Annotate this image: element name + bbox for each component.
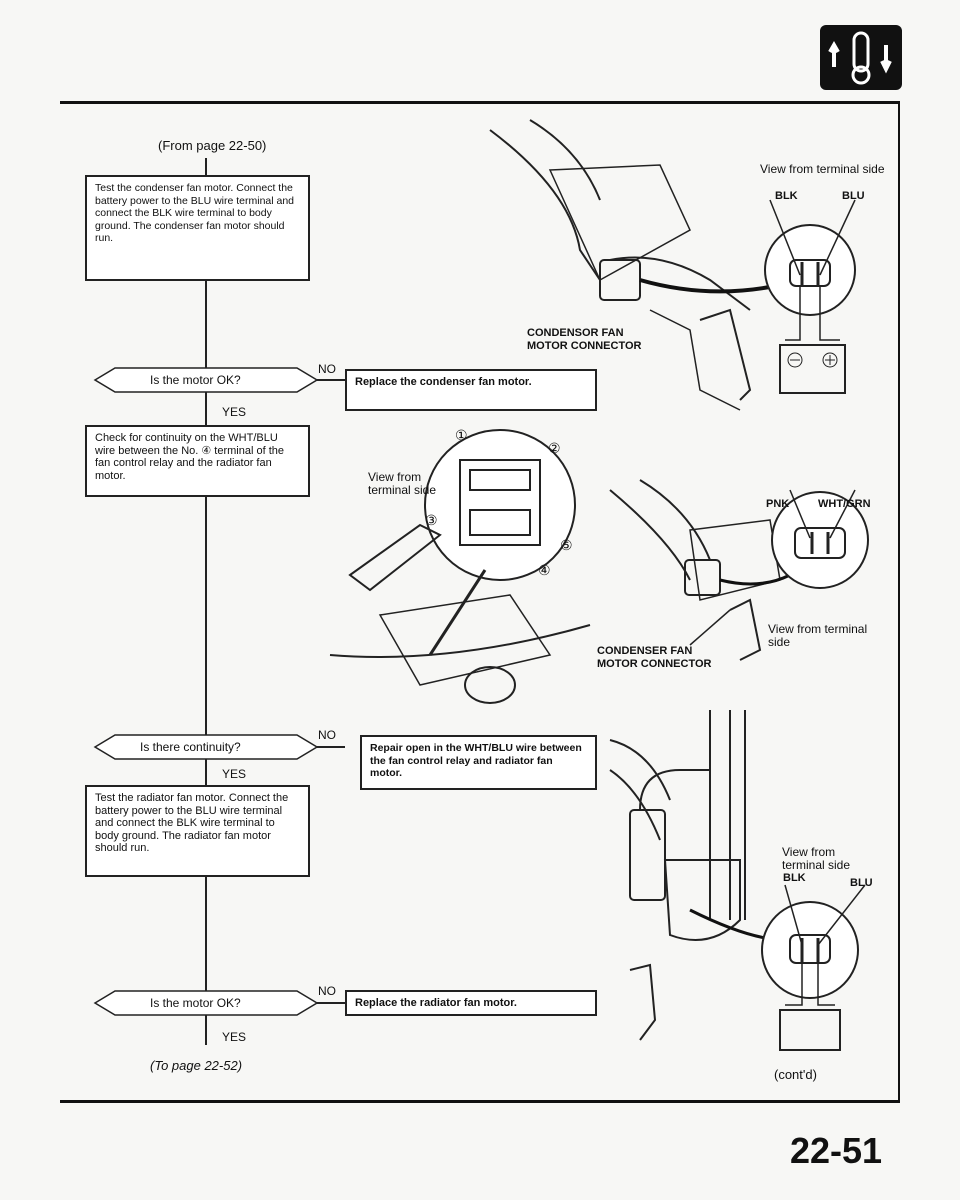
terminal-5-label: ⑤ [560,537,573,553]
fig1-view-label: View from terminal side [760,162,885,176]
no-label-2: NO [318,728,336,742]
question-continuity: Is there continuity? [140,740,241,754]
fig4-view-label-1: View from [782,845,836,859]
yes-label-2: YES [222,767,247,781]
no-label-3: NO [318,984,336,998]
fig1-blk-label: BLK [775,190,798,202]
step-check-continuity: Check for continuity on the WHT/BLU wire… [85,425,310,497]
fig3-connector-label-1: CONDENSER FAN [597,645,693,657]
continued-label: (cont'd) [774,1067,817,1082]
right-rule [898,104,900,1100]
header-rule [60,101,900,104]
fig3-view-label-1: View from terminal [768,622,868,636]
fig2-view-label-2: terminal side [368,483,437,497]
condenser-connector-illustration [609,479,869,661]
yes-label-3: YES [222,1030,247,1044]
fig1-blu-label: BLU [842,190,865,202]
no-branch-2 [317,746,345,748]
yes-label-1: YES [222,405,247,419]
from-page: (From page 22-50) [158,138,267,153]
step-test-condenser-motor: Test the condenser fan motor. Connect th… [85,175,310,281]
fig1-connector-label-2: MOTOR CONNECTOR [527,340,642,352]
fig4-view-label-2: terminal side [782,858,851,872]
condenser-motor-illustration [489,119,856,411]
fig3-pnk-label: PNK [766,498,790,510]
to-page: (To page 22-52) [150,1058,243,1073]
terminal-2-label: ② [548,440,561,456]
result-replace-radiator-motor: Replace the radiator fan motor. [345,990,597,1016]
fig2-view-label-1: View from [368,470,422,484]
fig3-view-label-2: side [768,635,791,649]
flow-spine [205,158,207,996]
fig1-connector-label-1: CONDENSOR FAN [527,327,624,339]
terminal-1-label: ① [455,427,468,443]
fig3-connector-label-2: MOTOR CONNECTOR [597,658,712,670]
result-repair-open: Repair open in the WHT/BLU wire between … [360,735,597,790]
fan-control-relay-illustration [329,429,591,704]
question-motor-ok-3: Is the motor OK? [150,996,241,1010]
no-branch-3 [317,1002,345,1004]
terminal-3-label: ③ [425,512,438,528]
page-number: 22-51 [790,1130,883,1171]
step-test-radiator-motor: Test the radiator fan motor. Connect the… [85,785,310,877]
thermometer-tab-icon [820,25,902,90]
fig4-blu-label: BLU [850,877,873,889]
no-branch-1 [317,379,345,381]
fig3-wht-label: WHT/GRN [818,498,871,510]
footer-rule [60,1100,900,1103]
terminal-4-label: ④ [538,562,551,578]
result-replace-condenser-motor: Replace the condenser fan motor. [345,369,597,411]
flow-tail [205,1015,207,1045]
fig4-blk-label: BLK [783,872,806,884]
radiator-motor-illustration [609,710,866,1051]
question-motor-ok-1: Is the motor OK? [150,373,241,387]
no-label-1: NO [318,362,336,376]
